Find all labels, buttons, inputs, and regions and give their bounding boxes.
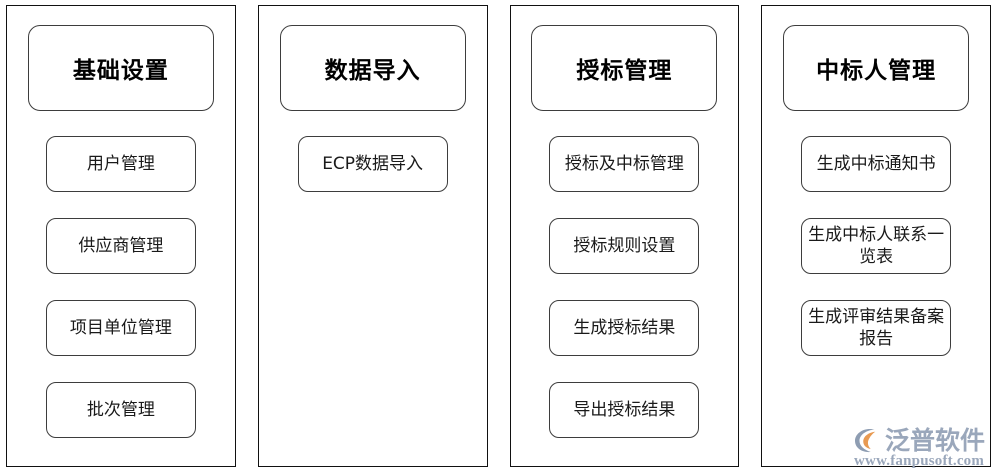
module-item-generate-award-result[interactable]: 生成授标结果 bbox=[549, 300, 700, 356]
module-item-batch-management[interactable]: 批次管理 bbox=[45, 382, 196, 438]
module-column-basic-settings: 基础设置 用户管理 供应商管理 项目单位管理 批次管理 bbox=[6, 5, 236, 467]
module-items-winner-management: 生成中标通知书 生成中标人联系一览表 生成评审结果备案报告 bbox=[762, 136, 990, 356]
module-items-basic-settings: 用户管理 供应商管理 项目单位管理 批次管理 bbox=[7, 136, 235, 438]
module-item-generate-award-notice[interactable]: 生成中标通知书 bbox=[801, 136, 952, 192]
module-item-award-rule-settings[interactable]: 授标规则设置 bbox=[549, 218, 700, 274]
module-header-award-management[interactable]: 授标管理 bbox=[531, 25, 718, 111]
module-column-data-import: 数据导入 ECP数据导入 bbox=[257, 5, 488, 467]
module-items-data-import: ECP数据导入 bbox=[259, 136, 487, 192]
module-items-award-management: 授标及中标管理 授标规则设置 生成授标结果 导出授标结果 bbox=[511, 136, 739, 438]
module-header-winner-management[interactable]: 中标人管理 bbox=[783, 25, 970, 111]
module-item-generate-review-result-filing-report[interactable]: 生成评审结果备案报告 bbox=[801, 300, 952, 356]
module-item-award-and-winning-management[interactable]: 授标及中标管理 bbox=[549, 136, 700, 192]
module-column-winner-management: 中标人管理 生成中标通知书 生成中标人联系一览表 生成评审结果备案报告 bbox=[761, 5, 991, 467]
module-item-project-unit-management[interactable]: 项目单位管理 bbox=[45, 300, 196, 356]
module-item-generate-winner-contact-list[interactable]: 生成中标人联系一览表 bbox=[801, 218, 952, 274]
module-header-data-import[interactable]: 数据导入 bbox=[279, 25, 466, 111]
module-item-export-award-result[interactable]: 导出授标结果 bbox=[549, 382, 700, 438]
module-item-user-management[interactable]: 用户管理 bbox=[45, 136, 196, 192]
module-item-supplier-management[interactable]: 供应商管理 bbox=[45, 218, 196, 274]
module-column-award-management: 授标管理 授标及中标管理 授标规则设置 生成授标结果 导出授标结果 bbox=[509, 5, 740, 467]
module-header-basic-settings[interactable]: 基础设置 bbox=[27, 25, 214, 111]
module-item-ecp-data-import[interactable]: ECP数据导入 bbox=[297, 136, 448, 192]
